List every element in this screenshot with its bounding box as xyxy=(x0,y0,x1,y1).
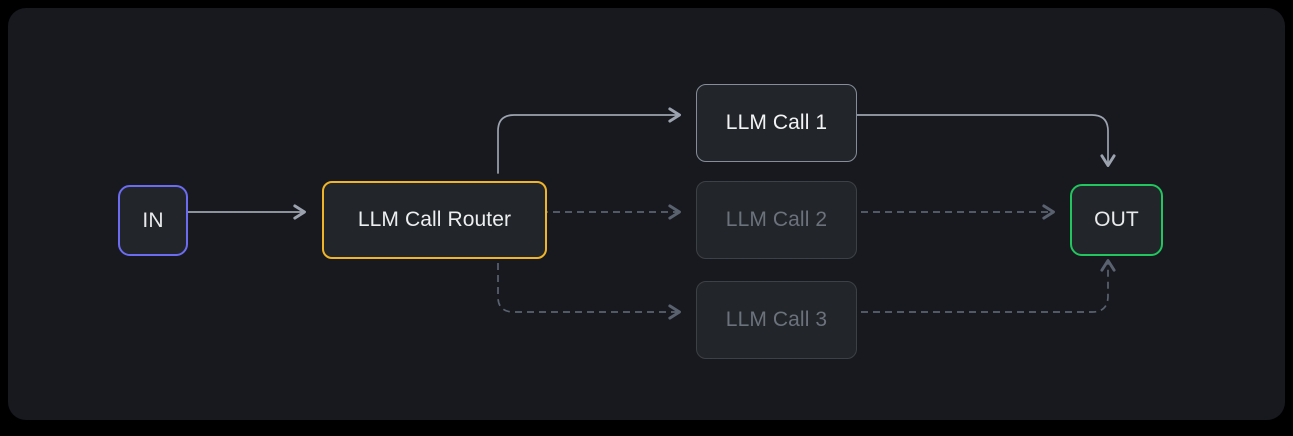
node-llm-call-1[interactable]: LLM Call 1 xyxy=(696,84,857,162)
node-llm-call-2[interactable]: LLM Call 2 xyxy=(696,181,857,259)
edge-router-call1 xyxy=(497,107,681,174)
node-in-label: IN xyxy=(142,208,164,232)
node-out[interactable]: OUT xyxy=(1070,184,1163,256)
node-llm-call-2-label: LLM Call 2 xyxy=(725,208,828,231)
node-in[interactable]: IN xyxy=(118,185,188,256)
edge-router-call3 xyxy=(497,251,681,320)
node-out-label: OUT xyxy=(1094,208,1139,231)
node-llm-call-3[interactable]: LLM Call 3 xyxy=(696,281,857,359)
edge-call3-out xyxy=(849,259,1116,313)
diagram-canvas: IN LLM Call Router LLM Call 1 LLM Call 2… xyxy=(8,8,1285,420)
node-llm-call-3-label: LLM Call 3 xyxy=(725,308,828,331)
edge-call1-out xyxy=(848,114,1116,167)
node-llm-call-router[interactable]: LLM Call Router xyxy=(322,181,547,259)
node-llm-call-1-label: LLM Call 1 xyxy=(725,111,828,134)
node-llm-call-router-label: LLM Call Router xyxy=(357,208,512,231)
